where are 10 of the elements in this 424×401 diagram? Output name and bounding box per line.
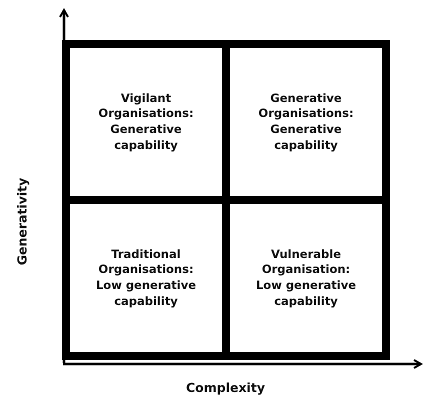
quadrant-box: [66, 44, 226, 200]
quadrant-box: [226, 200, 386, 356]
quadrant-text: Traditional Organisations: Low generative capability: [94, 246, 198, 310]
axis-label: Generativity: [14, 178, 30, 266]
quadrant-box: [66, 200, 226, 356]
quadrant-text: Vigilant Organisations: Generative capability: [97, 90, 195, 154]
quadrant-text: Generative Organisations: Generative capability: [257, 90, 355, 154]
quadrant-box: [226, 44, 386, 200]
quadrant-text: Vulnerable Organisation: Low generative capability: [254, 246, 358, 310]
axis-label: Complexity: [186, 380, 265, 395]
